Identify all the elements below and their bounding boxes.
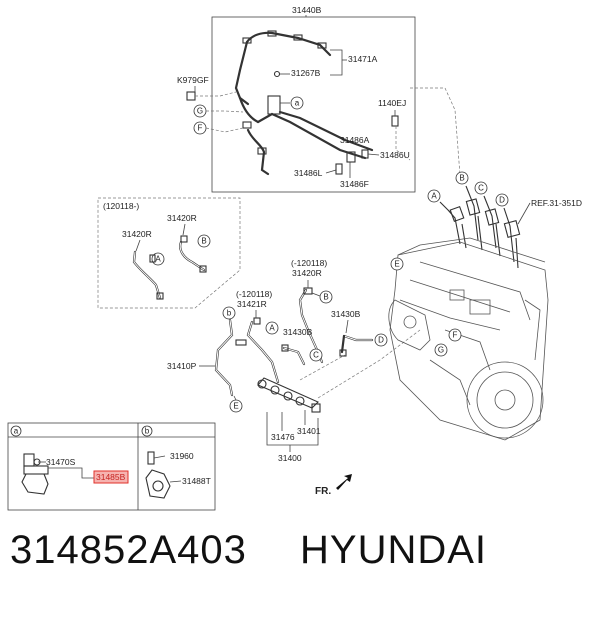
engine-block: E F G — [388, 237, 549, 441]
label-31486F: 31486F — [340, 179, 369, 189]
label-31420R-b: 31420R — [167, 213, 197, 223]
callout-E-engine — [390, 257, 404, 271]
label-31486U: 31486U — [380, 150, 410, 160]
svg-text:B: B — [459, 174, 464, 183]
footer: 314852A403 HYUNDAI — [0, 528, 600, 608]
callout-c-mid — [309, 348, 323, 362]
callout-B-inj — [455, 171, 469, 185]
svg-text:G: G — [438, 346, 444, 355]
label-1140EJ: 1140EJ — [378, 98, 406, 108]
label-31486L: 31486L — [294, 168, 323, 178]
top-assembly-group: 31440B 31471A 31267B a 31486A 31486U 314… — [177, 5, 461, 193]
top-assembly-frame — [211, 16, 416, 193]
svg-text:A: A — [269, 324, 275, 333]
svg-text:b: b — [227, 309, 232, 318]
svg-text:E: E — [233, 402, 238, 411]
callout-f-top — [193, 121, 207, 135]
injection-pipes-old: (-120118) 31420R B (-120118) 31421R A 31… — [167, 258, 388, 413]
detail-boxes: a b 31470S 31485B 31960 31488T — [7, 422, 216, 511]
label-31470S: 31470S — [46, 457, 76, 467]
highlight-31485B — [93, 470, 129, 484]
svg-text:C: C — [478, 184, 484, 193]
label-120118-new: (120118-) — [103, 201, 139, 211]
label-31960: 31960 — [170, 451, 194, 461]
label-31420R-a: 31420R — [122, 229, 152, 239]
brand-text: HYUNDAI — [300, 528, 488, 572]
center-fitting — [267, 95, 281, 115]
svg-text:E: E — [394, 260, 399, 269]
label-31440B: 31440B — [292, 5, 322, 15]
label-31476: 31476 — [271, 432, 295, 442]
callout-C-inj — [474, 181, 488, 195]
svg-text:A: A — [431, 192, 437, 201]
label-120118-old-a: (-120118) — [291, 258, 327, 268]
svg-text:a: a — [14, 427, 19, 436]
callout-A-inj — [427, 189, 441, 203]
label-FR: FR. — [315, 486, 331, 497]
callout-b-mid — [222, 306, 236, 320]
part-number-text: 314852A403 — [10, 528, 247, 572]
label-31485B: 31485B — [96, 472, 126, 482]
label-31421R: 31421R — [237, 299, 267, 309]
callout-G-engine — [434, 343, 448, 357]
callout-B-mid — [319, 290, 333, 304]
label-31400: 31400 — [278, 453, 302, 463]
svg-text:G: G — [197, 107, 203, 116]
label-31471A: 31471A — [348, 54, 378, 64]
label-K979GF: K979GF — [177, 75, 209, 85]
svg-text:D: D — [499, 196, 505, 205]
label-REF: REF.31-351D — [531, 198, 582, 208]
svg-text:C: C — [313, 351, 319, 360]
label-31488T: 31488T — [182, 476, 211, 486]
label-31401: 31401 — [297, 426, 321, 436]
callout-D-inj — [495, 193, 509, 207]
callout-b-detail — [141, 425, 153, 437]
svg-text:a: a — [295, 99, 300, 108]
label-31430B-b: 31430B — [331, 309, 361, 319]
label-31410P: 31410P — [167, 361, 197, 371]
svg-text:B: B — [323, 293, 328, 302]
label-120118-old-b: (-120118) — [236, 289, 272, 299]
svg-text:b: b — [145, 427, 150, 436]
callout-A-mid — [265, 321, 279, 335]
svg-text:F: F — [453, 331, 458, 340]
svg-text:A: A — [155, 255, 161, 264]
detail-frame — [7, 422, 216, 511]
injectors-group: A B C D REF.31-351D — [427, 171, 582, 269]
common-rail-group: 31401 31476 31400 — [257, 329, 421, 463]
callout-B-left — [197, 234, 211, 248]
parts-diagram: 31440B 31471A 31267B a 31486A 31486U 314… — [7, 5, 582, 511]
injection-pipe-group-new: (120118-) 31420R A 31420R B — [97, 197, 241, 309]
callout-d-mid — [374, 333, 388, 347]
label-31430B-a: 31430B — [283, 327, 313, 337]
svg-text:F: F — [198, 124, 203, 133]
label-31486A: 31486A — [340, 135, 370, 145]
label-31420R-c: 31420R — [292, 268, 322, 278]
callout-F-engine — [448, 328, 462, 342]
callout-a-detail — [10, 425, 22, 437]
svg-text:D: D — [378, 336, 384, 345]
callout-a-top — [290, 96, 304, 110]
svg-text:B: B — [201, 237, 206, 246]
label-31267B: 31267B — [291, 68, 321, 78]
common-rail — [257, 377, 319, 409]
front-arrow-icon — [336, 474, 352, 490]
front-direction-indicator: FR. — [315, 474, 352, 497]
